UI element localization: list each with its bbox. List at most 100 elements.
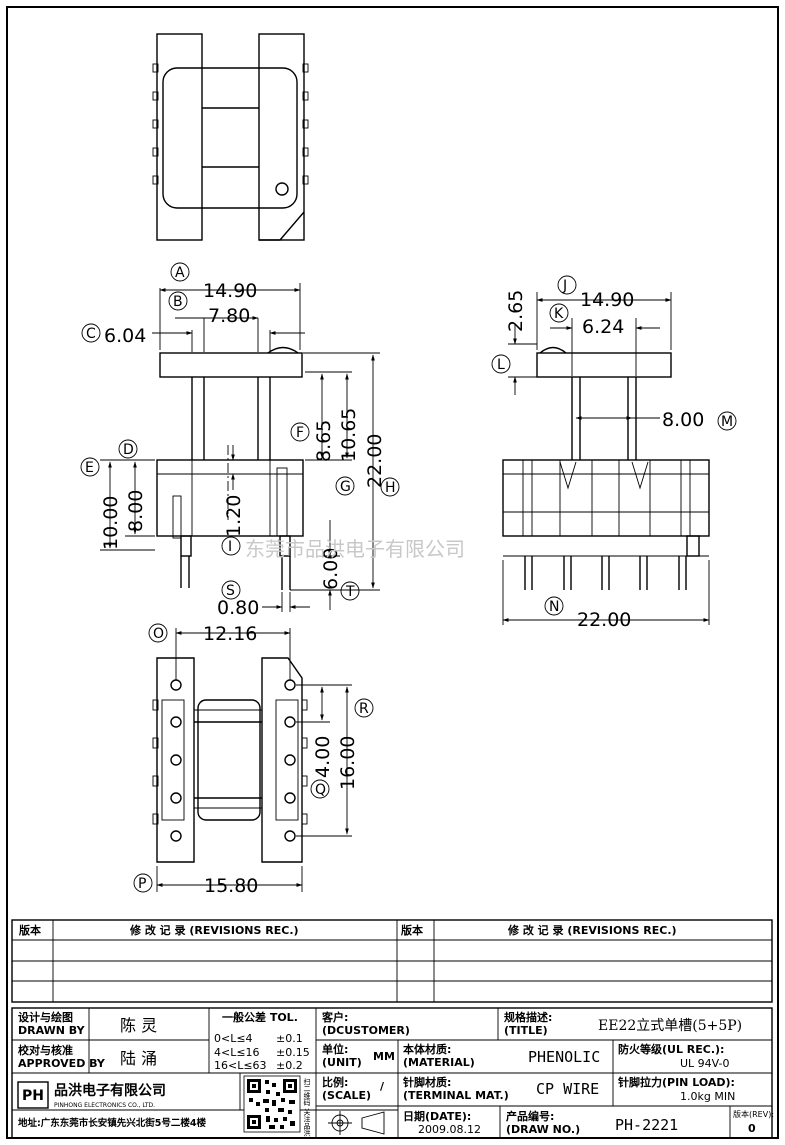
designer-label-cn: 设计与绘图 <box>18 1010 73 1024</box>
marker-k: K <box>549 303 569 323</box>
marker-j: J <box>557 275 577 295</box>
marker-h: H <box>380 477 400 497</box>
marker-a: A <box>170 262 190 282</box>
unit-label-cn: 单位: <box>322 1042 348 1056</box>
terminal-label-en: (TERMINAL MAT.) <box>403 1089 509 1102</box>
projection-symbol-icon <box>328 1111 385 1135</box>
approver-label-cn: 校对与核准 <box>18 1043 73 1057</box>
tolerance-range-2: 4<L≤16 <box>214 1046 260 1059</box>
svg-text:F: F <box>296 425 304 441</box>
markers: A B C D E F G H I S T J K L M N O P Q R <box>80 262 737 893</box>
tolerance-value-3: ±0.2 <box>276 1059 303 1072</box>
tolerance-range-3: 16<L≤63 <box>214 1059 267 1072</box>
svg-text:PH: PH <box>22 1088 44 1104</box>
svg-text:A: A <box>175 265 185 281</box>
svg-text:O: O <box>153 626 164 642</box>
tolerance-title: 一般公差 TOL. <box>222 1010 298 1024</box>
dim-b: 7.80 <box>208 305 250 327</box>
dim-n: 22.00 <box>577 609 631 631</box>
marker-p: P <box>133 873 153 893</box>
dim-e: 10.00 <box>100 496 122 550</box>
designer-name: 陈 灵 <box>120 1016 157 1035</box>
marker-s: S <box>221 580 241 600</box>
title-label-cn: 规格描述: <box>504 1010 552 1024</box>
scale-value: / <box>380 1080 385 1093</box>
material-value: PHENOLIC <box>528 1048 600 1066</box>
svg-text:D: D <box>123 442 134 458</box>
material-label-en: (MATERIAL) <box>403 1056 475 1069</box>
title-value: EE22立式单槽(5+5P) <box>598 1018 742 1034</box>
scale-label-en: (SCALE) <box>322 1089 371 1102</box>
top-view <box>152 33 309 241</box>
svg-text:C: C <box>86 326 96 342</box>
svg-text:P: P <box>138 876 146 892</box>
dim-r: 16.00 <box>337 736 359 790</box>
dim-p: 15.80 <box>204 875 258 897</box>
ul-value: UL 94V-0 <box>680 1057 730 1070</box>
marker-c: C <box>81 323 101 343</box>
unit-label-en: (UNIT) <box>322 1056 362 1069</box>
svg-text:J: J <box>562 278 567 294</box>
svg-text:B: B <box>173 294 183 310</box>
material-label-cn: 本体材质: <box>403 1042 451 1056</box>
marker-f: F <box>290 422 310 442</box>
tolerance-value-2: ±0.15 <box>276 1046 310 1059</box>
dim-q: 4.00 <box>312 736 334 778</box>
svg-text:N: N <box>549 599 559 615</box>
svg-text:S: S <box>226 583 235 599</box>
tolerance-value-1: ±0.1 <box>276 1032 303 1045</box>
svg-text:I: I <box>228 539 232 555</box>
marker-t: T <box>340 581 360 601</box>
dim-c: 6.04 <box>104 325 146 347</box>
rev-label: 版本(REV): <box>733 1109 774 1119</box>
company-name-cn: 品洪电子有限公司 <box>54 1082 166 1099</box>
revisions-table: 版本 修 改 记 录 (REVISIONS REC.) 版本 修 改 记 录 (… <box>11 919 773 1003</box>
approver-name: 陆 涌 <box>120 1049 157 1068</box>
marker-m: M <box>717 411 737 431</box>
svg-text:R: R <box>359 701 369 717</box>
marker-q: Q <box>310 779 330 799</box>
sheet-border <box>6 6 779 1139</box>
marker-e: E <box>80 457 100 477</box>
marker-o: O <box>148 623 168 643</box>
marker-g: G <box>335 476 355 496</box>
dim-l: 2.65 <box>505 290 527 332</box>
marker-n: N <box>544 596 564 616</box>
title-block: 设计与绘图 DRAWN BY 陈 灵 校对与核准 APPROVED BY 陆 涌… <box>11 1007 774 1139</box>
marker-i: I <box>221 536 241 556</box>
bottom-view-dimensions: 12.16 15.80 4.00 16.00 <box>156 623 359 897</box>
svg-text:K: K <box>554 306 564 322</box>
terminal-label-cn: 针脚材质: <box>403 1075 451 1089</box>
svg-text:Q: Q <box>315 782 326 798</box>
dim-a: 14.90 <box>203 280 257 302</box>
svg-text:M: M <box>721 414 733 430</box>
rev-record-header-right: 修 改 记 录 (REVISIONS REC.) <box>507 923 677 937</box>
svg-text:L: L <box>497 357 505 373</box>
designer-label-en: DRAWN BY <box>18 1024 86 1037</box>
side-view <box>502 346 710 590</box>
terminal-value: CP WIRE <box>536 1080 599 1098</box>
dim-j: 14.90 <box>580 289 634 311</box>
title-label-en: (TITLE) <box>504 1024 548 1037</box>
dim-f: 8.65 <box>313 420 335 462</box>
ul-label: 防火等级(UL REC.): <box>618 1042 724 1056</box>
scale-label-cn: 比例: <box>322 1075 348 1089</box>
rev-version-header-right: 版本 <box>401 923 423 937</box>
svg-text:T: T <box>345 584 355 600</box>
rev-version-header-left: 版本 <box>19 923 41 937</box>
dim-h: 22.00 <box>364 434 386 488</box>
rev-value: 0 <box>748 1122 756 1135</box>
marker-l: L <box>491 354 511 374</box>
tolerance-range-1: 0<L≤4 <box>214 1032 253 1045</box>
marker-r: R <box>354 698 374 718</box>
svg-text:H: H <box>385 480 396 496</box>
drawno-value: PH-2221 <box>615 1116 678 1134</box>
dim-m: 8.00 <box>662 409 704 431</box>
pinload-label: 针脚拉力(PIN LOAD): <box>618 1075 735 1089</box>
dim-k: 6.24 <box>582 316 624 338</box>
company-logo: PH <box>17 1081 49 1109</box>
marker-d: D <box>118 439 138 459</box>
drawno-label-cn: 产品编号: <box>506 1109 554 1123</box>
watermark: 东莞市品洪电子有限公司 <box>245 537 465 561</box>
